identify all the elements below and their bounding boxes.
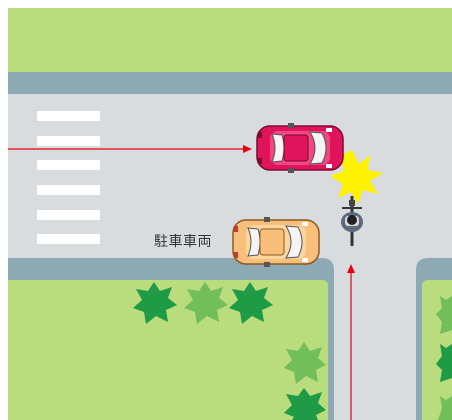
moving-car-icon: [257, 123, 343, 173]
parked-car-label: 駐車車両: [154, 231, 212, 251]
parked-car-icon: [233, 217, 319, 267]
grass-top: [8, 8, 452, 74]
side-road: [330, 255, 418, 420]
curb-top: [8, 72, 452, 94]
